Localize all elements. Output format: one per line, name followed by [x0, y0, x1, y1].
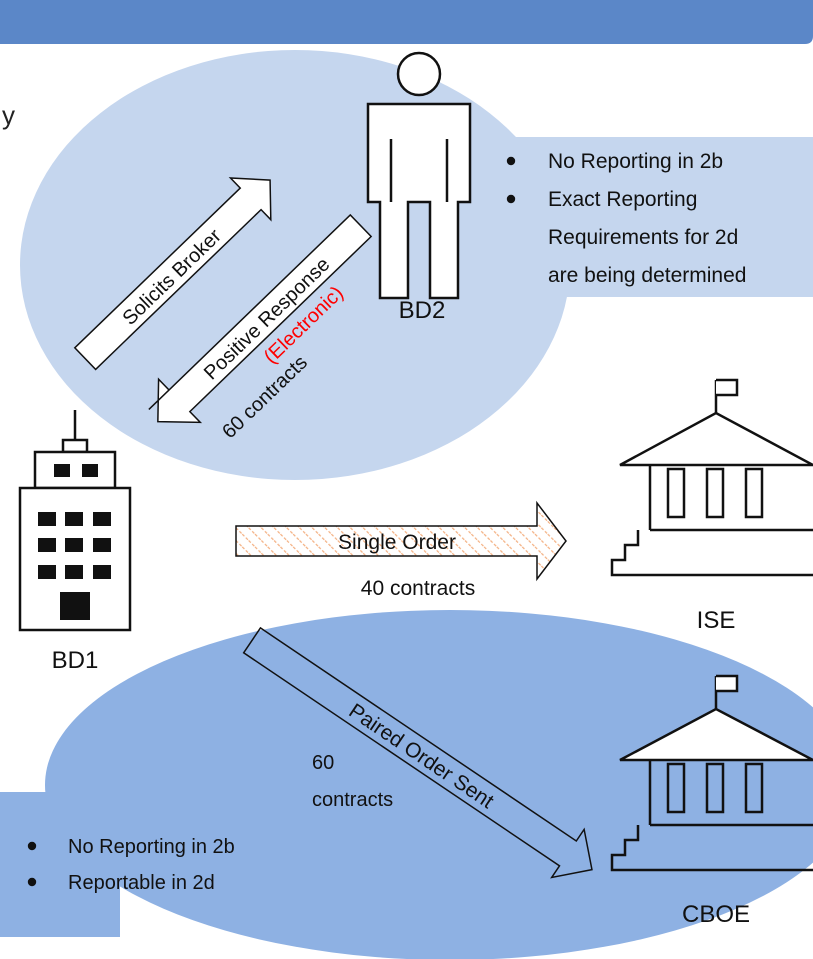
single-order-qty-label: 40 contracts	[361, 577, 475, 600]
header-bar	[0, 0, 813, 44]
left-edge-glyph: y	[2, 100, 15, 130]
bd2-label: BD2	[399, 297, 446, 324]
exchange-building-icon	[610, 378, 813, 577]
note-top-line2: Exact Reporting	[548, 188, 697, 211]
note-top: No Reporting in 2b Exact Reporting Requi…	[506, 150, 746, 287]
paired-qty-line2: contracts	[312, 789, 393, 811]
person-icon	[366, 51, 472, 300]
paired-qty-line1: 60	[312, 752, 334, 774]
note-bottom: No Reporting in 2b Reportable in 2d	[27, 836, 235, 894]
note-top-line4: are being determined	[548, 264, 746, 287]
exchange-building-icon	[610, 674, 813, 872]
note-bottom-line1: No Reporting in 2b	[68, 836, 235, 858]
note-top-line1: No Reporting in 2b	[548, 150, 723, 173]
note-top-line3: Requirements for 2d	[548, 226, 738, 249]
office-building-icon	[18, 410, 132, 632]
cboe-label: CBOE	[682, 901, 750, 928]
bd1-label: BD1	[52, 647, 99, 674]
note-bottom-line2: Reportable in 2d	[68, 872, 215, 894]
single-order-label: Single Order	[338, 531, 456, 554]
single-order-arrow: Single Order	[235, 500, 567, 582]
ise-label: ISE	[697, 607, 736, 634]
cboe-bubble	[0, 610, 813, 959]
